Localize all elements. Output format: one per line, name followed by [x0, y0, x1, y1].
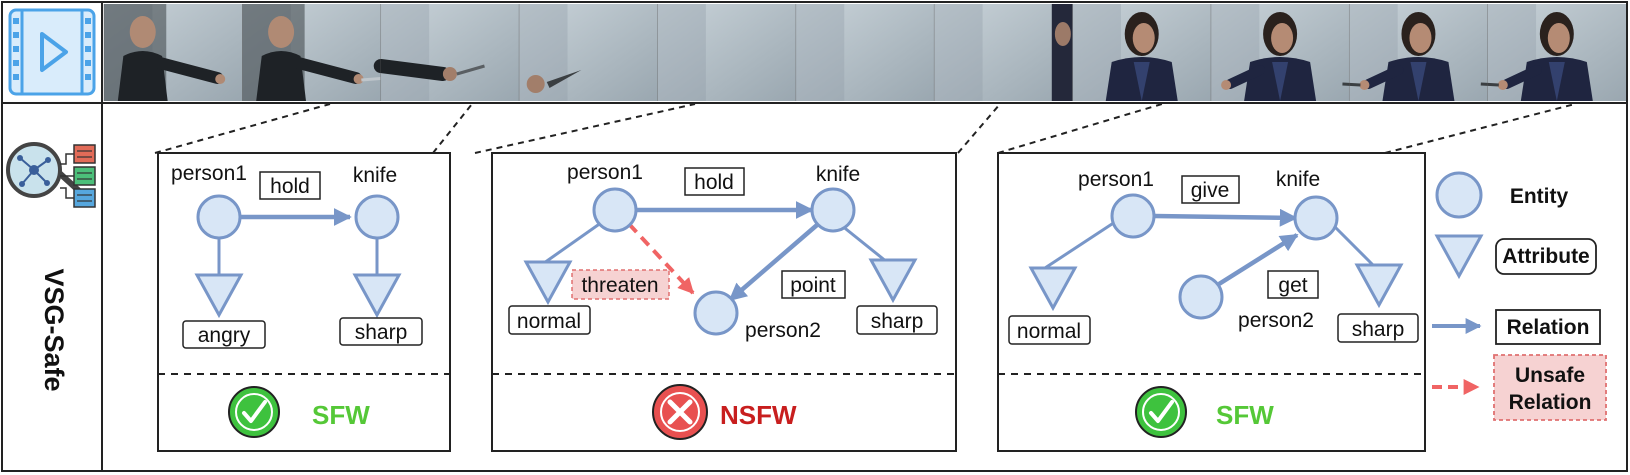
entity-node-person1 — [1110, 193, 1156, 239]
attribute-label-sharp: sharp — [1352, 318, 1405, 341]
attribute-triangle — [1354, 263, 1404, 309]
video-frame-8 — [1072, 4, 1211, 101]
legend: Entity Attribute Relation Unsafe Relatio… — [1432, 171, 1607, 421]
video-frame-11 — [1480, 4, 1626, 101]
entity-node-person2 — [693, 290, 739, 336]
attribute-label-normal: normal — [517, 310, 581, 333]
verdict-nsfw: NSFW — [652, 384, 797, 440]
video-frame-10 — [1342, 4, 1488, 101]
legend-unsafe-label-line2: Relation — [1509, 391, 1592, 414]
graph-magnifier-icon — [6, 142, 96, 208]
attribute-triangle — [352, 273, 402, 319]
video-play-icon — [8, 8, 96, 96]
entity-label-knife: knife — [353, 164, 397, 187]
relation-label-get: get — [1278, 274, 1307, 297]
legend-attribute-box — [1495, 238, 1597, 275]
attribute-label-angry: angry — [198, 324, 251, 347]
brand-title: VSG-Safe — [39, 268, 69, 391]
entity-node-person1 — [196, 194, 242, 240]
legend-unsafe-label-line1: Unsafe — [1515, 364, 1585, 387]
zoom-lines — [154, 103, 1576, 154]
attr-edge — [1044, 220, 1116, 270]
attribute-box-sharp — [856, 305, 938, 335]
entity-label-person1: person1 — [1078, 168, 1154, 191]
panel-sfw1 — [157, 152, 451, 452]
video-frame-9 — [1210, 4, 1350, 101]
attribute-triangle — [523, 260, 573, 306]
entity-node-knife — [1293, 195, 1339, 241]
legend-relation-label: Relation — [1507, 316, 1590, 339]
attribute-box-normal — [1008, 315, 1091, 345]
relation-label-give: give — [1191, 179, 1230, 202]
attribute-triangle — [868, 258, 918, 304]
legend-unsafe-relation-box — [1493, 354, 1607, 421]
attribute-triangle — [1028, 266, 1078, 312]
video-frame-2 — [242, 4, 388, 101]
attribute-box-angry — [182, 320, 266, 349]
verdict-sfw2: SFW — [1135, 386, 1274, 438]
graph-sfw1: person1 knife hold angry sharp — [171, 162, 423, 349]
attribute-box-sharp — [1337, 313, 1419, 343]
entity-label-person2: person2 — [745, 319, 821, 342]
entity-label-person1: person1 — [171, 162, 247, 185]
attribute-box-sharp — [339, 317, 423, 346]
entity-node-knife — [354, 194, 400, 240]
relation-box-point — [781, 270, 846, 299]
entity-node-knife — [810, 187, 856, 233]
relation-arrow-get — [1217, 233, 1299, 286]
attribute-label-normal: normal — [1017, 320, 1081, 343]
video-frame-3 — [373, 4, 520, 101]
video-filmstrip — [103, 4, 1626, 101]
attribute-label-sharp: sharp — [871, 310, 924, 333]
verdict-label-sfw: SFW — [1216, 400, 1274, 430]
panel-sfw2 — [997, 152, 1426, 452]
legend-entity-label: Entity — [1510, 185, 1569, 208]
attribute-label-sharp: sharp — [355, 321, 408, 344]
video-frame-7 — [933, 4, 1073, 101]
attribute-box-normal — [508, 305, 591, 335]
relation-label-hold: hold — [694, 171, 734, 194]
unsafe-relation-label-threaten: threaten — [581, 274, 658, 297]
graph-sfw2: person1 knife person2 give get normal sh… — [1008, 168, 1419, 345]
relation-arrow-give — [1153, 208, 1298, 227]
attr-edge — [1328, 220, 1375, 267]
verdict-label-sfw: SFW — [312, 400, 370, 430]
entity-label-knife: knife — [1276, 168, 1320, 191]
relation-arrow-point — [728, 223, 819, 302]
verdict-label-nsfw: NSFW — [720, 400, 797, 430]
relation-box-hold — [259, 171, 321, 200]
relation-box-give — [1181, 175, 1240, 204]
legend-relation-box — [1495, 309, 1601, 345]
attribute-triangle — [194, 273, 244, 319]
entity-label-knife: knife — [816, 163, 860, 186]
graph-nsfw: person1 knife person2 hold point threate… — [508, 161, 938, 342]
video-frame-5 — [657, 4, 796, 101]
legend-entity-icon — [1435, 171, 1483, 219]
panel-nsfw — [491, 152, 957, 452]
relation-label-hold: hold — [270, 175, 310, 198]
video-frame-1 — [103, 4, 243, 101]
video-frame-6 — [795, 4, 935, 101]
unsafe-relation-box-threaten — [571, 269, 670, 300]
relation-label-point: point — [790, 274, 836, 297]
legend-attribute-icon — [1434, 234, 1484, 280]
entity-node-person2 — [1178, 274, 1224, 320]
entity-label-person1: person1 — [567, 161, 643, 184]
entity-label-person2: person2 — [1238, 309, 1314, 332]
video-frame-4 — [518, 4, 658, 101]
relation-box-get — [1267, 270, 1319, 299]
entity-node-person1 — [592, 187, 638, 233]
verdict-sfw1: SFW — [228, 386, 370, 438]
legend-attribute-label: Attribute — [1502, 245, 1590, 268]
unsafe-relation-arrow-threaten — [627, 222, 695, 295]
relation-box-hold — [684, 167, 745, 196]
